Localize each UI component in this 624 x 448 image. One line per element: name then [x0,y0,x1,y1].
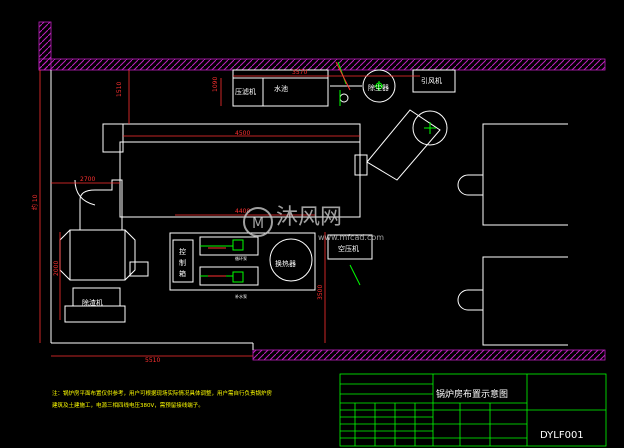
label-control-box-3: 箱 [179,269,186,278]
title-block [339,373,607,447]
dimensions [39,70,420,357]
note-line-1: 注：锅炉房平面布置仅供参考，用户可根据现场实际情况具体调整，用户需自行负责锅炉房 [52,389,273,397]
drawing-title: 锅炉房布置示意图 [436,388,508,400]
drawing-code: DYLF001 [540,430,584,441]
dim-mid-h: 4400 [235,208,250,215]
dim-boiler-len: 4500 [235,130,250,137]
label-control-box: 控 [179,247,186,256]
dim-left-v1: 1510 [116,82,123,97]
label-filter-press: 压滤机 [235,87,256,96]
room-outline [50,70,254,350]
top-equipment [232,69,456,107]
induced-fan [412,69,456,93]
bottom-wall [252,349,606,361]
dust-collector [362,69,396,103]
label-water-pool: 水池 [274,84,288,93]
note-line-2: 建筑及土建施工，电源三相四线电压380V，需预留接线端子。 [52,401,204,409]
dim-left-v2: 1090 [212,77,219,92]
slag-remover [59,179,149,323]
adjacent-boilers [457,123,568,346]
label-air-compressor: 空压机 [338,244,359,253]
svg-text:M: M [252,216,264,232]
heat-exchanger [269,238,313,282]
label-pump-b: 补水泵 [235,293,247,299]
watermark-url: www.mfcad.com [318,233,384,242]
label-control-box-2: 制 [179,258,186,267]
dim-top-span: 3570 [292,69,307,76]
top-wall [38,58,606,71]
boiler [102,109,448,218]
label-pump-a: 循环泵 [235,255,247,261]
water-pool [262,77,329,107]
dim-left-low-v: 2000 [53,261,60,276]
control-box [172,239,194,283]
dim-bottom-span: 5510 [145,357,160,364]
watermark-logo: 沐风网 [276,205,342,230]
label-heat-exchanger: 换热器 [275,259,296,268]
dim-right-v: 3500 [317,285,324,300]
label-dust-collector: 除尘器 [368,83,389,92]
dim-left-room: 约 10 [31,194,39,210]
dim-left-h: 2700 [80,176,95,183]
watermark: M 沐风网 www.mfcad.com [243,205,384,242]
label-induced-fan: 引风机 [421,76,442,85]
label-slag-remover: 除渣机 [82,298,103,307]
walls [38,21,606,361]
air-compressor [327,234,373,260]
